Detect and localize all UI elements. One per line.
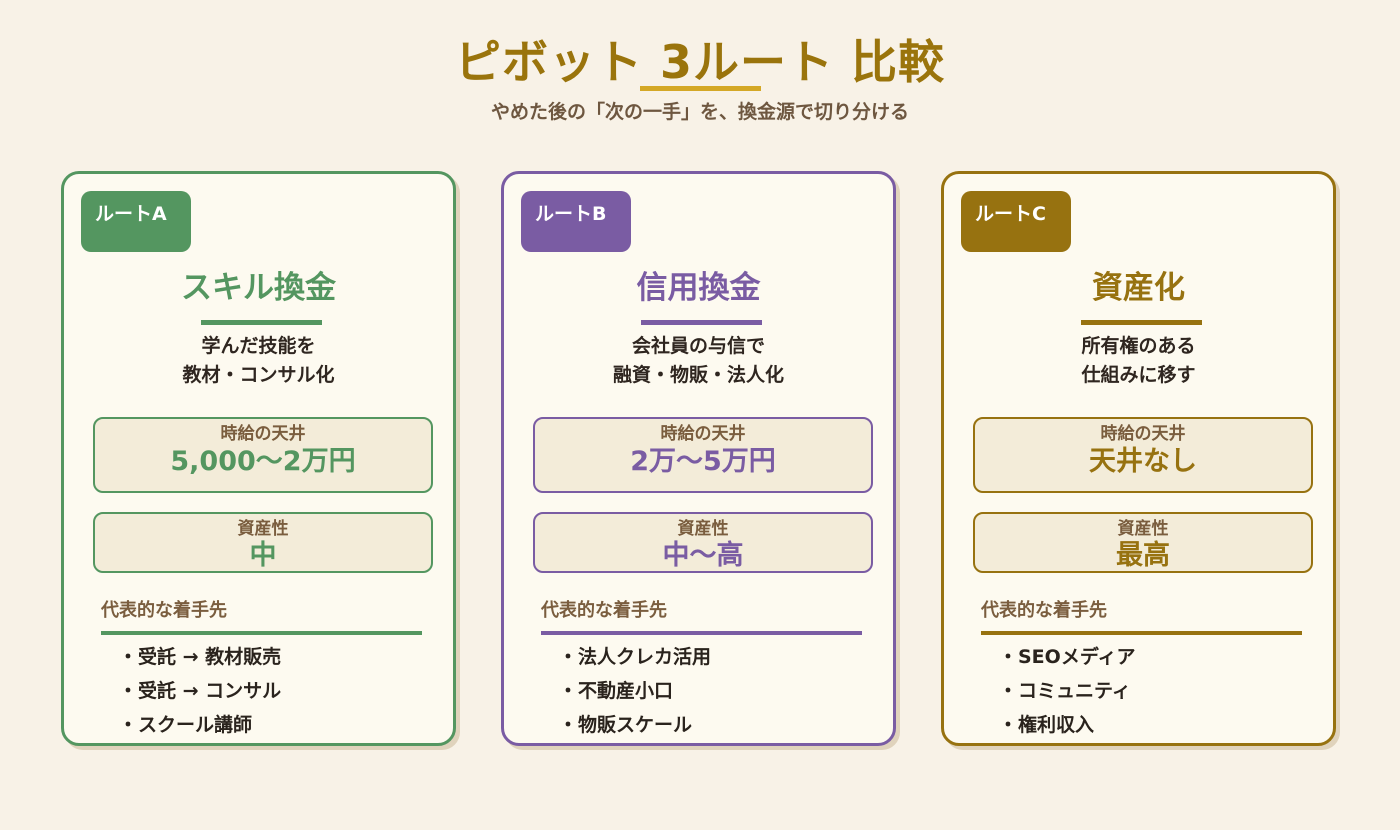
route-description: 会社員の与信で 融資・物販・法人化 [504, 332, 893, 390]
examples-list: ・受託 → 教材販売 ・受託 → コンサル ・スクール講師 [118, 640, 281, 742]
bullet-icon: ・ [558, 646, 578, 668]
hourly-ceiling-box: 時給の天井 5,000〜2万円 [93, 417, 433, 493]
bullet-icon: ・ [998, 680, 1018, 702]
bullet-icon: ・ [998, 646, 1018, 668]
list-item: ・スクール講師 [118, 708, 281, 742]
examples-list: ・法人クレカ活用 ・不動産小口 ・物販スケール [558, 640, 711, 742]
asset-level-box: 資産性 中 [93, 512, 433, 573]
asset-level-box: 資産性 中〜高 [533, 512, 873, 573]
hourly-ceiling-value: 2万〜5万円 [630, 446, 776, 477]
hourly-ceiling-label: 時給の天井 [660, 424, 746, 444]
asset-level-label: 資産性 [237, 519, 289, 539]
list-item: ・コミュニティ [998, 674, 1136, 708]
header: ピボット 3ルート 比較 やめた後の「次の一手」を、換金源で切り分ける [0, 30, 1400, 126]
hourly-ceiling-label: 時給の天井 [220, 424, 306, 444]
list-item: ・SEOメディア [998, 640, 1135, 674]
title-underline [640, 86, 761, 91]
bullet-icon: ・ [118, 646, 138, 668]
list-item: ・不動産小口 [558, 674, 711, 708]
list-item: ・物販スケール [558, 708, 711, 742]
bullet-icon: ・ [118, 680, 138, 702]
route-description-line: 学んだ技能を [201, 335, 316, 357]
examples-list: ・SEOメディア ・コミュニティ ・権利収入 [998, 640, 1136, 742]
asset-level-label: 資産性 [1117, 519, 1169, 539]
list-item: ・受託 → コンサル [118, 674, 281, 708]
hourly-ceiling-label: 時給の天井 [1100, 424, 1186, 444]
route-badge: ルートC [961, 191, 1071, 252]
examples-heading: 代表的な着手先 [101, 600, 227, 621]
route-description: 学んだ技能を 教材・コンサル化 [64, 332, 453, 390]
bullet-icon: ・ [558, 714, 578, 736]
list-item: ・受託 → 教材販売 [118, 640, 281, 674]
route-description-line: 教材・コンサル化 [182, 364, 335, 386]
route-name-underline [641, 320, 762, 325]
examples-divider [101, 631, 422, 635]
examples-divider [541, 631, 862, 635]
hourly-ceiling-box: 時給の天井 天井なし [973, 417, 1313, 493]
examples-divider [981, 631, 1302, 635]
page-title: ピボット 3ルート 比較 [454, 35, 946, 89]
route-name-underline [201, 320, 322, 325]
route-name: スキル換金 [181, 270, 336, 306]
route-description-line: 仕組みに移す [1081, 364, 1196, 386]
route-badge: ルートB [521, 191, 631, 252]
route-description-line: 会社員の与信で [631, 335, 765, 357]
examples-heading: 代表的な着手先 [981, 600, 1107, 621]
route-name: 資産化 [1092, 270, 1185, 306]
hourly-ceiling-value: 天井なし [1089, 446, 1197, 477]
route-description-line: 所有権のある [1081, 335, 1196, 357]
asset-level-value: 最高 [1116, 540, 1170, 571]
bullet-icon: ・ [998, 714, 1018, 736]
bullet-icon: ・ [558, 680, 578, 702]
page-subtitle: やめた後の「次の一手」を、換金源で切り分ける [490, 101, 909, 123]
asset-level-value: 中〜高 [662, 540, 744, 571]
list-item: ・権利収入 [998, 708, 1136, 742]
route-badge: ルートA [81, 191, 191, 252]
hourly-ceiling-box: 時給の天井 2万〜5万円 [533, 417, 873, 493]
bullet-icon: ・ [118, 714, 138, 736]
asset-level-box: 資産性 最高 [973, 512, 1313, 573]
asset-level-label: 資産性 [677, 519, 729, 539]
route-name: 信用換金 [636, 270, 761, 306]
route-description: 所有権のある 仕組みに移す [944, 332, 1333, 390]
examples-heading: 代表的な着手先 [541, 600, 667, 621]
route-name-underline [1081, 320, 1202, 325]
hourly-ceiling-value: 5,000〜2万円 [170, 446, 356, 477]
asset-level-value: 中 [249, 540, 277, 571]
route-description-line: 融資・物販・法人化 [612, 364, 784, 386]
list-item: ・法人クレカ活用 [558, 640, 711, 674]
route-card-b: ルートB 信用換金 会社員の与信で 融資・物販・法人化 時給の天井 2万〜5万円… [501, 171, 896, 746]
route-card-a: ルートA スキル換金 学んだ技能を 教材・コンサル化 時給の天井 5,000〜2… [61, 171, 456, 746]
route-card-c: ルートC 資産化 所有権のある 仕組みに移す 時給の天井 天井なし 資産性 最高… [941, 171, 1336, 746]
